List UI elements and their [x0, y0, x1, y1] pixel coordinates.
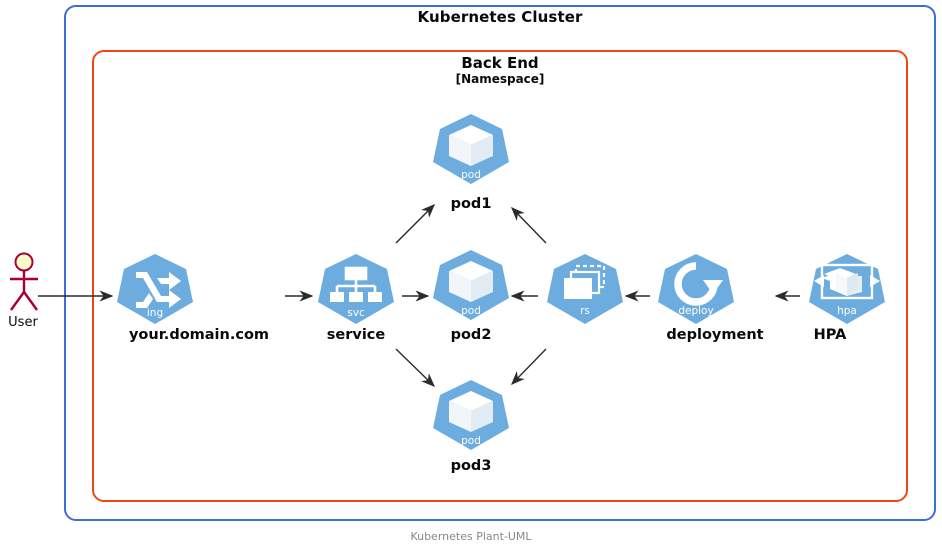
node-badge-svc: svc	[347, 307, 365, 319]
node-badge-pod: pod	[461, 305, 481, 317]
node-badge-pod: pod	[461, 435, 481, 447]
node-badge-hpa: hpa	[837, 305, 857, 317]
namespace-subtitle: [Namespace]	[455, 72, 545, 86]
node-label-service: service	[326, 327, 386, 343]
node-label-deployment: deployment	[666, 327, 764, 343]
cluster-title: Kubernetes Cluster	[417, 8, 583, 26]
node-badge-deploy: deploy	[678, 305, 713, 317]
user-actor-icon	[2, 252, 46, 314]
node-badge-ing: ing	[147, 307, 163, 319]
node-badge-pod: pod	[461, 169, 481, 181]
node-pod3[interactable]: pod	[432, 378, 510, 452]
node-badge-rs: rs	[580, 305, 590, 317]
node-hpa[interactable]: hpa	[808, 252, 886, 326]
node-pod2[interactable]: pod	[432, 248, 510, 322]
node-service[interactable]: svc	[317, 252, 395, 326]
node-label-pod3: pod3	[450, 458, 492, 474]
node-ingress[interactable]: ing	[116, 252, 194, 326]
node-replicaset[interactable]: rs	[546, 252, 624, 326]
node-label-pod2: pod2	[450, 327, 492, 343]
node-deployment[interactable]: deploy	[657, 252, 735, 326]
footer-caption: Kubernetes Plant-UML	[410, 530, 532, 543]
node-label-ingress: your.domain.com	[128, 327, 270, 343]
node-pod1[interactable]: pod	[432, 112, 510, 186]
node-label-hpa: HPA	[813, 327, 847, 343]
node-label-pod1: pod1	[450, 196, 492, 212]
user-actor-label: User	[8, 315, 38, 330]
namespace-title: Back End	[461, 54, 539, 72]
